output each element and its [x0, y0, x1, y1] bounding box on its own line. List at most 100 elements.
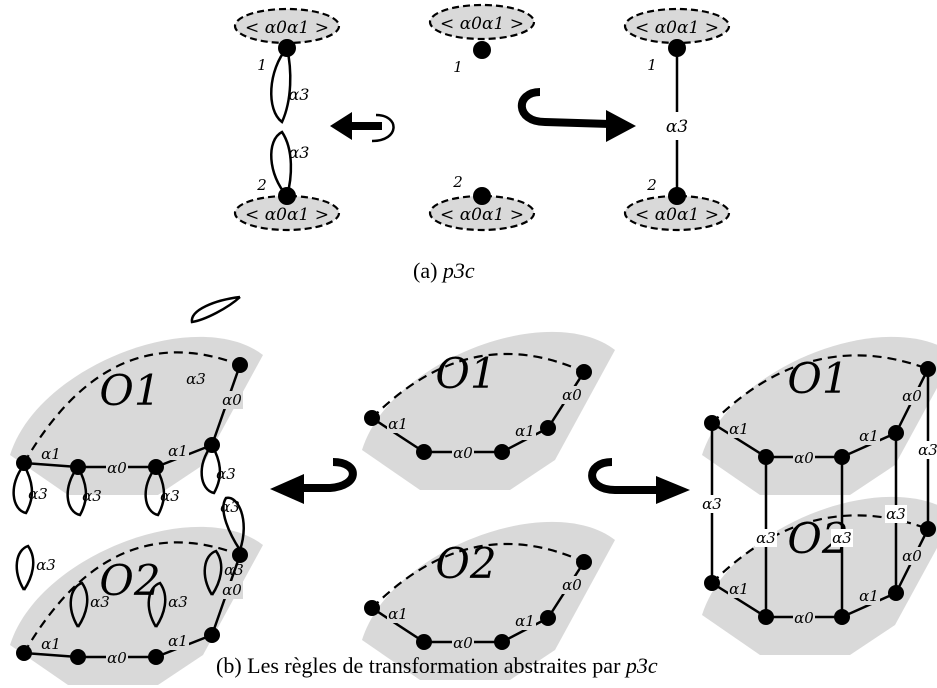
mid-O1-lbl-2-bg	[514, 422, 536, 440]
left-O1-lbl-2: α1	[168, 442, 188, 460]
right-a3-lbl-1: α3	[756, 529, 776, 547]
right-O2-lbl-0: α1	[729, 580, 749, 598]
mid-O2-node-0	[364, 600, 380, 616]
left-O2-dash	[23, 541, 241, 654]
caption-a: (a) p3c	[413, 258, 475, 283]
left-O1-loop-top-lbl: α3	[186, 370, 206, 388]
right-O1-lbl-1: α0	[794, 449, 814, 467]
left-O1-lbl-1-bg	[106, 459, 128, 477]
b-arrow-left	[270, 474, 304, 504]
caption-b: (b) Les règles de transformation abstrai…	[216, 653, 658, 678]
mid-O1-lbl-3-bg	[561, 386, 583, 404]
right-O2-lbl-2: α1	[859, 587, 879, 605]
left-O2-edge-0	[23, 651, 79, 659]
left-O1-node-4	[232, 357, 248, 373]
left-O1-edge-0	[23, 461, 79, 469]
left-O2-loop-lbl-0: α3	[36, 556, 56, 574]
ellipse-left-bottom	[233, 194, 341, 232]
mid-O2-title: O2	[435, 539, 496, 588]
left-O2-node-3	[204, 627, 220, 643]
left-O2-lbl-2: α1	[168, 632, 188, 650]
mid-O2-edge-0	[371, 606, 425, 644]
mid-O2-lbl-3-bg	[561, 576, 583, 594]
ellipse-mid-bottom	[428, 194, 536, 232]
left-O1-loop-lbl-1: α3	[82, 487, 102, 505]
right-a3-lbl-0-bg	[701, 495, 723, 513]
left-O2-lbl-3: α0	[222, 581, 242, 599]
mid-O1-lbl-1: α0	[453, 444, 473, 462]
left-O1-face	[10, 336, 263, 495]
right-a3-lbl-2: α3	[832, 529, 852, 547]
node-label-mid-1: 1	[453, 58, 463, 76]
right-O2-dash	[711, 514, 929, 584]
b-arrow-hook-left	[300, 458, 357, 492]
mid-O2-node-1	[416, 634, 432, 650]
mid-O2-lbl-0: α1	[388, 605, 408, 623]
mid-O2-lbl-2: α1	[515, 612, 535, 630]
right-O1-lbl-0: α1	[729, 420, 749, 438]
left-O2-loop-lbl-2: α3	[168, 593, 188, 611]
node-label-2: 2	[256, 176, 267, 194]
right-a3-lbl-2-bg	[831, 529, 853, 547]
left-O1-lbl-1: α0	[107, 459, 127, 477]
left-O1-loop-1	[66, 466, 88, 517]
loop-top	[270, 47, 292, 124]
mid-O2-lbl-3: α0	[562, 576, 582, 594]
right-O2-lbl-1-bg	[793, 609, 815, 627]
mid-O1-title: O1	[435, 349, 496, 398]
mid-O1-dash	[371, 352, 585, 419]
right-O2-lbl-0-bg	[728, 580, 750, 598]
loop-bottom	[270, 130, 293, 197]
left-O1-loop-2	[144, 466, 166, 517]
mid-O1-node-3	[540, 420, 556, 436]
left-O1-node-0	[16, 455, 32, 471]
left-O1-loop-top	[190, 295, 241, 324]
mid-O2-lbl-1-bg	[452, 634, 474, 652]
mid-O1-node-4	[576, 364, 592, 380]
mid-O1-lbl-0-bg	[387, 415, 409, 433]
right-O1-lbl-2-bg	[858, 427, 880, 445]
right-O2-lbl-1: α0	[794, 609, 814, 627]
node-label-1: 1	[257, 56, 267, 74]
right-O1-lbl-3-bg	[901, 387, 923, 405]
left-O1-lbl-0-bg	[40, 445, 62, 463]
left-O2-loop-lbl-3: α3	[224, 561, 244, 579]
left-O1-loop-lbl-3: α3	[216, 465, 236, 483]
mid-O1-lbl-1-bg	[452, 444, 474, 462]
right-a3-lbl-3: α3	[886, 505, 906, 523]
right-a3-lbl-3-bg	[885, 505, 907, 523]
left-O2-lbl-0: α1	[41, 635, 61, 653]
ellipse-right-top-label: < α0α1 >	[635, 18, 719, 38]
mid-O2-lbl-0-bg	[387, 605, 409, 623]
right-O1-lbl-2: α1	[859, 427, 879, 445]
ellipse-left-bottom-label: < α0α1 >	[245, 205, 329, 225]
left-O1-lbl-3-bg	[221, 391, 243, 409]
right-O2-lbl-3-bg	[901, 547, 923, 565]
loop-label-bottom: α3	[289, 143, 310, 162]
right-O1-dash	[711, 354, 929, 424]
right-a3-lbl-1-bg	[755, 529, 777, 547]
mid-O1-lbl-3: α0	[562, 386, 582, 404]
left-O2-face	[10, 526, 263, 685]
ellipse-right-bottom	[623, 194, 731, 232]
ellipse-mid-top-label: < α0α1 >	[440, 14, 524, 34]
right-a3-lbl-0: α3	[702, 495, 722, 513]
left-O2-loop-2	[147, 581, 167, 628]
left-O1-dash	[23, 351, 241, 464]
left-O1-loop-0	[12, 464, 34, 515]
node-label-right-1: 1	[647, 56, 657, 74]
left-O2-node-2	[148, 649, 164, 665]
mid-O1-node-0	[364, 410, 380, 426]
left-O2-lbl-1: α0	[107, 649, 127, 667]
mid-O1-node-1	[416, 444, 432, 460]
left-O2-lbl-3-bg	[221, 581, 243, 599]
right-a3-lbl-4-bg	[917, 441, 937, 459]
node-label-mid-2: 2	[452, 173, 463, 191]
node-label-right-2: 2	[646, 176, 657, 194]
left-O2-lbl-2-bg	[167, 632, 189, 650]
right-a3-lbl-4: α3	[918, 441, 937, 459]
left-O2-node-1	[70, 649, 86, 665]
mid-O1-lbl-0: α1	[388, 415, 408, 433]
left-O1-loop-3	[200, 444, 222, 495]
